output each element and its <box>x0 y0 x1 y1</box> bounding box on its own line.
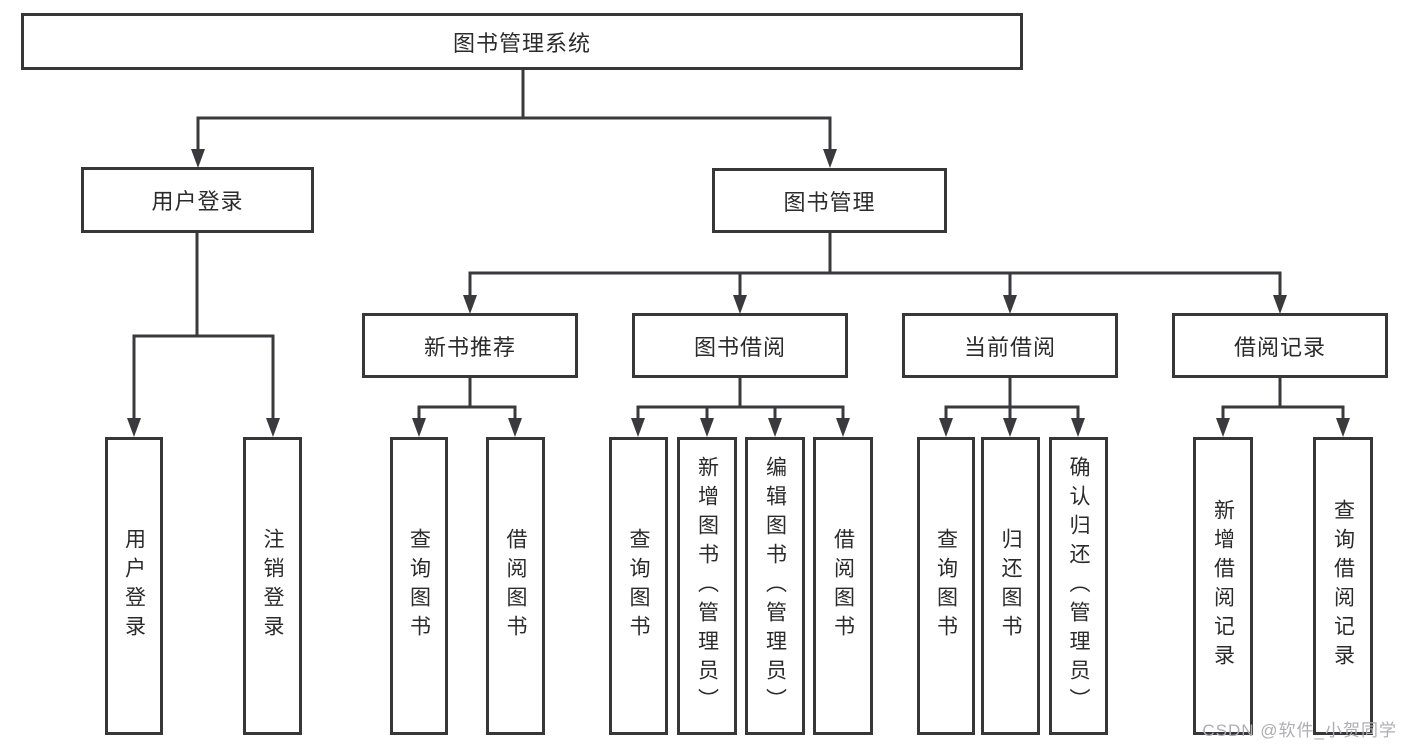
node-borrow-records: 借阅记录 <box>1172 313 1388 378</box>
leaf-borrow-book: 借阅图书 <box>813 437 873 735</box>
leaf-borrow-book-recommend: 借阅图书 <box>486 437 545 735</box>
leaf-query-book-recommend: 查询图书 <box>390 437 448 735</box>
leaf-confirm-return-admin: 确认归还（管理员） <box>1049 437 1108 735</box>
leaf-query-book-borrowing: 查询图书 <box>609 437 668 735</box>
node-root: 图书管理系统 <box>21 13 1023 70</box>
leaf-query-book-current: 查询图书 <box>917 437 975 735</box>
leaf-query-borrow-record: 查询借阅记录 <box>1313 437 1373 735</box>
leaf-add-borrow-record: 新增借阅记录 <box>1193 437 1253 735</box>
leaf-user-login: 用户登录 <box>105 437 163 735</box>
watermark: CSDN @软件_小贺同学 <box>1202 721 1397 740</box>
leaf-return-book: 归还图书 <box>981 437 1040 735</box>
leaf-add-book-admin: 新增图书（管理员） <box>677 437 737 735</box>
node-book-management: 图书管理 <box>712 168 947 233</box>
leaf-edit-book-admin: 编辑图书（管理员） <box>745 437 805 735</box>
leaf-logout: 注销登录 <box>243 437 302 735</box>
node-user-login: 用户登录 <box>81 167 314 233</box>
node-book-borrowing: 图书借阅 <box>632 313 848 378</box>
node-new-book-recommend: 新书推荐 <box>362 313 578 378</box>
node-current-borrowing: 当前借阅 <box>902 313 1118 378</box>
